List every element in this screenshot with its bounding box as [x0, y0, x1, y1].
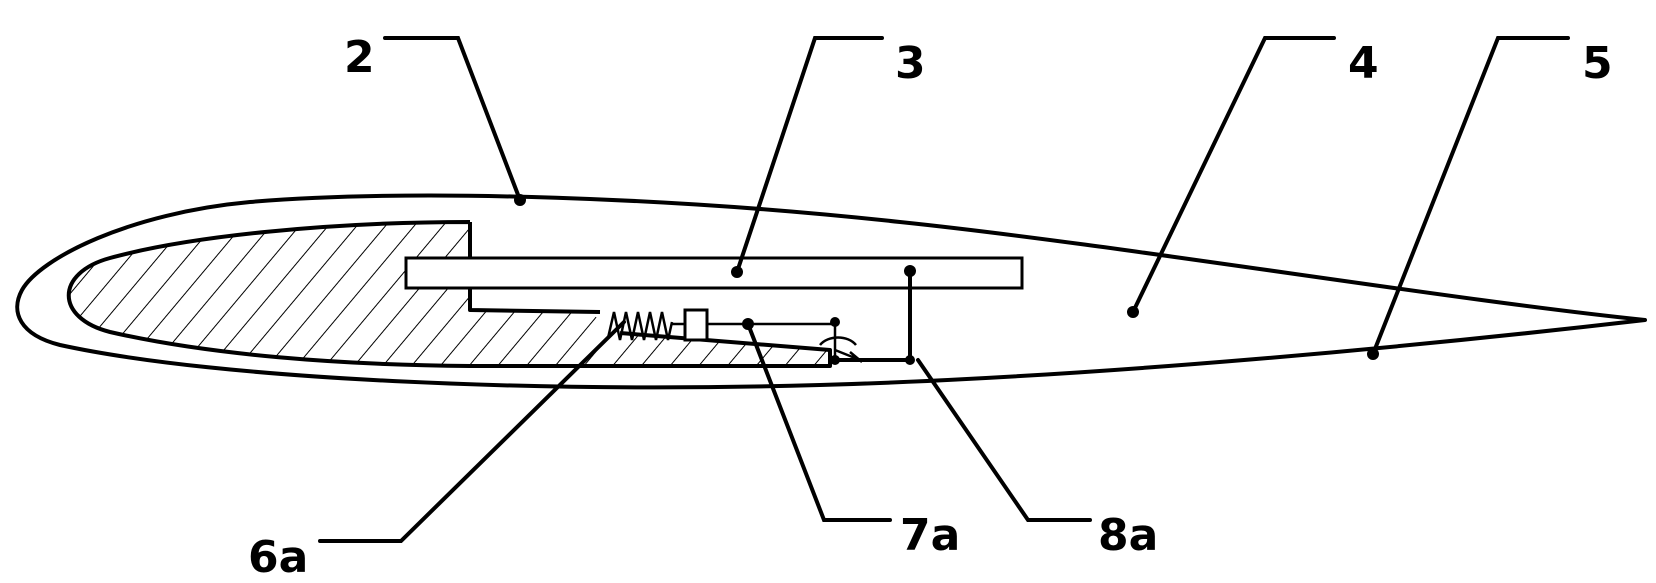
piston-block	[683, 308, 709, 342]
label-5: 5	[1582, 38, 1613, 89]
label-7a: 7a	[900, 510, 960, 561]
leader-lines	[318, 36, 1570, 543]
label-8a: 8a	[1098, 510, 1158, 561]
spring	[606, 311, 674, 341]
hatched-core	[66, 220, 832, 368]
label-2: 2	[344, 32, 375, 83]
sliding-bar	[404, 256, 1024, 290]
label-4: 4	[1348, 38, 1379, 89]
airfoil-outer-skin	[15, 193, 1647, 390]
label-6a: 6a	[248, 532, 308, 583]
label-3: 3	[895, 38, 926, 89]
